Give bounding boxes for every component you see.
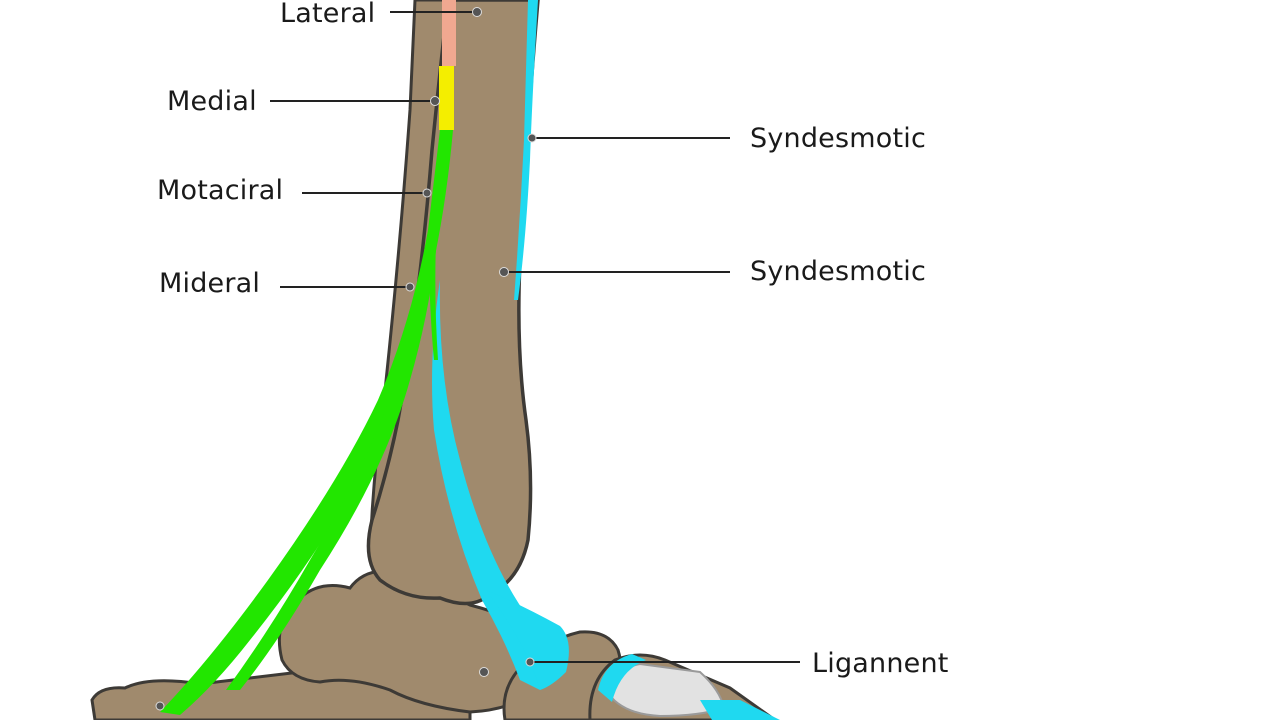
label-syndesmotic-lower: Syndesmotic [750, 256, 926, 287]
marker-medial [430, 96, 440, 106]
label-lateral: Lateral [280, 0, 376, 29]
leader-lines [270, 11, 800, 663]
medial-ligament-green-c [428, 240, 438, 360]
syndesmotic-ligament-cyan-band [486, 590, 569, 690]
marker-talus [479, 667, 489, 677]
marker-syndesmotic-upper [527, 133, 537, 143]
marker-motaciral [422, 188, 432, 198]
label-medial: Medial [167, 86, 257, 117]
marker-calcaneus [155, 701, 165, 711]
marker-lateral [472, 7, 482, 17]
medial-ligament-yellow [439, 66, 454, 130]
marker-ligannent [525, 657, 535, 667]
marker-dots [155, 7, 537, 711]
marker-mideral [405, 282, 415, 292]
marker-syndesmotic-lower [499, 267, 509, 277]
syndesmotic-ligament-cyan-upper [514, 0, 538, 300]
label-mideral: Mideral [159, 268, 261, 299]
label-motaciral: Motaciral [157, 175, 284, 206]
lateral-ligament-pink [442, 0, 456, 66]
cuneiform-ligament-cyan [598, 654, 646, 702]
distal-ligament-cyan [700, 700, 780, 720]
label-syndesmotic-upper: Syndesmotic [750, 123, 926, 154]
label-ligannent: Ligannent [812, 648, 949, 679]
